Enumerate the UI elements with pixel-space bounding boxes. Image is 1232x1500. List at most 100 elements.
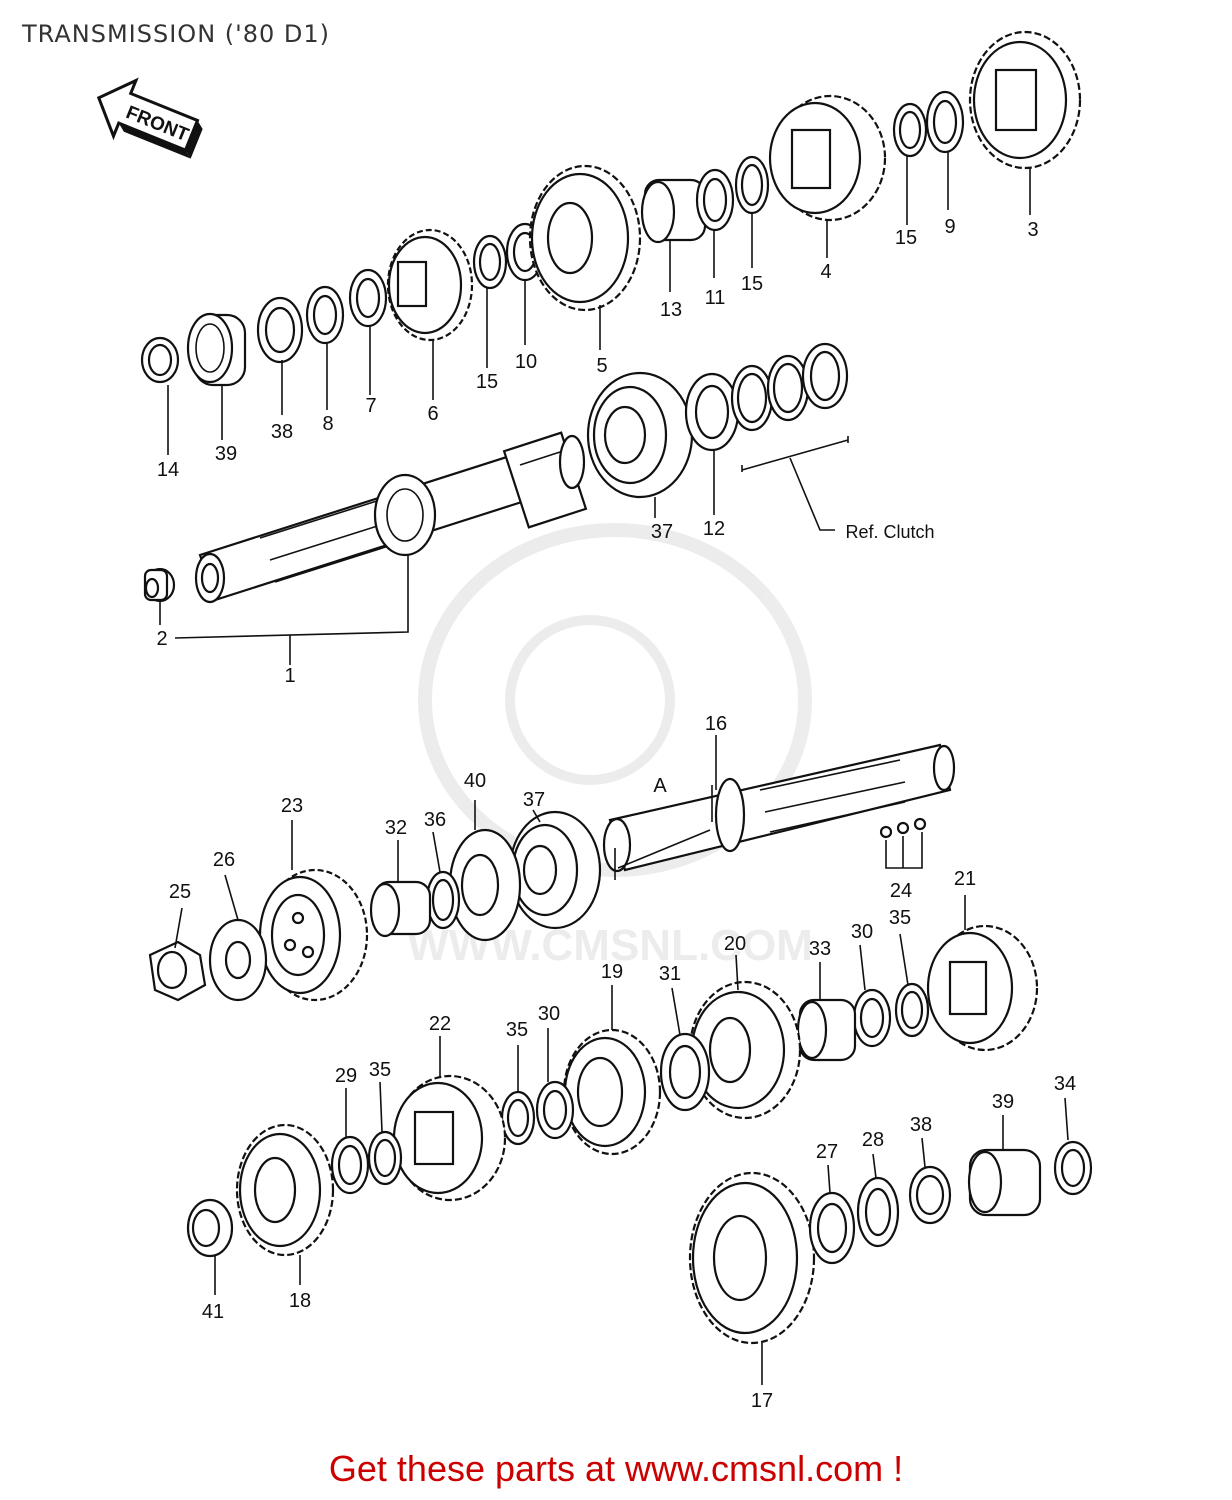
label-27: 27: [816, 1141, 838, 1163]
label-34: 34: [1054, 1073, 1076, 1095]
label-33: 33: [809, 938, 831, 960]
label-35a: 35: [369, 1059, 391, 1081]
label-32: 32: [385, 817, 407, 839]
label-29: 29: [335, 1065, 357, 1087]
washer-7: [348, 268, 388, 328]
circlip-35-b: [500, 1090, 536, 1146]
label-23: 23: [281, 795, 303, 817]
gear-19: [562, 1028, 662, 1156]
label-40: 40: [464, 770, 486, 792]
gear-21: [926, 924, 1039, 1052]
label-13: 13: [660, 299, 682, 321]
label-15b: 15: [741, 273, 763, 295]
collar-2: [143, 567, 176, 603]
label-25: 25: [169, 881, 191, 903]
clutch-rings: [730, 342, 849, 531]
label-9: 9: [944, 216, 955, 238]
output-shaft-16: [602, 743, 956, 880]
collar-32: [369, 880, 432, 938]
bushing-33: [796, 998, 857, 1062]
washer-30-a: [852, 988, 892, 1048]
label-3: 3: [1027, 219, 1038, 241]
circlip-35-c: [367, 1130, 403, 1186]
label-36: 36: [424, 809, 446, 831]
dim-a-label: A: [653, 775, 667, 797]
label-30a: 30: [538, 1003, 560, 1025]
label-22: 22: [429, 1013, 451, 1035]
circlip-15-a: [472, 234, 508, 290]
main-shaft: [194, 431, 588, 604]
bushing-39-upper: [186, 312, 247, 387]
label-35c: 35: [889, 907, 911, 929]
label-39a: 39: [215, 443, 237, 465]
gear-3: [968, 30, 1082, 170]
sprocket-23: [258, 868, 369, 1002]
label-4: 4: [820, 261, 831, 283]
washer-31: [659, 1032, 711, 1112]
washer-29: [330, 1135, 370, 1195]
gear-17: [688, 1171, 816, 1345]
label-28: 28: [862, 1129, 884, 1151]
circlip-15-c: [892, 102, 928, 158]
label-39b: 39: [992, 1091, 1014, 1113]
label-6: 6: [427, 403, 438, 425]
label-35b: 35: [506, 1019, 528, 1041]
label-38b: 38: [910, 1114, 932, 1136]
label-11: 11: [705, 287, 726, 309]
circlip-35-a: [894, 982, 930, 1038]
gear-4: [768, 94, 887, 222]
label-10: 10: [515, 351, 537, 373]
label-31: 31: [659, 963, 681, 985]
label-30b: 30: [851, 921, 873, 943]
part-labels: 1 2 3 4 5 6 7 8 9 10 11 12 13 14 15 15 1…: [156, 216, 1076, 1412]
lock-washer-26: [208, 918, 268, 1002]
circlip-15-b: [734, 155, 770, 215]
label-37a: 37: [651, 521, 673, 543]
gear-6: [386, 228, 474, 342]
bushing-13: [640, 178, 707, 244]
label-7: 7: [365, 395, 376, 417]
label-2: 2: [156, 628, 167, 650]
footer-link[interactable]: Get these parts at www.cmsnl.com !: [328, 1448, 904, 1489]
label-16: 16: [705, 713, 727, 735]
washer-28: [856, 1176, 900, 1248]
gear-20: [688, 980, 802, 1120]
transmission-exploded-diagram: WWW.CMSNL.COM FRONT: [96, 30, 1093, 1412]
circlip-34: [1053, 1140, 1093, 1196]
label-5: 5: [596, 355, 607, 377]
needle-bearing-38-upper: [256, 296, 304, 364]
label-20: 20: [724, 933, 746, 955]
label-15a: 15: [476, 371, 498, 393]
washer-9: [925, 90, 965, 154]
label-8: 8: [322, 413, 333, 435]
needle-bearing-38-lower: [908, 1165, 952, 1225]
label-38a: 38: [271, 421, 293, 443]
bushing-39-lower: [967, 1148, 1042, 1217]
bearing-37-lower: [508, 810, 602, 930]
gear-18: [235, 1123, 335, 1257]
label-14: 14: [157, 459, 179, 481]
balls-24: [879, 817, 927, 869]
diagram-title: TRANSMISSION ('80 D1): [22, 20, 331, 48]
label-18: 18: [289, 1290, 311, 1312]
bushing-41: [186, 1198, 234, 1258]
nut-25: [148, 940, 207, 1002]
washer-30-b: [535, 1080, 575, 1140]
gear-22: [392, 1074, 507, 1202]
label-37b: 37: [523, 789, 545, 811]
seal-40: [448, 828, 522, 942]
label-12: 12: [703, 518, 725, 540]
label-26: 26: [213, 849, 235, 871]
collar-12: [684, 372, 740, 452]
washer-11: [695, 168, 735, 232]
circlip-14: [140, 336, 180, 384]
oring-36: [425, 870, 461, 930]
label-17: 17: [751, 1390, 773, 1412]
label-19: 19: [601, 961, 623, 983]
front-arrow: FRONT: [96, 77, 203, 159]
label-15c: 15: [895, 227, 917, 249]
gear-5: [528, 164, 642, 312]
washer-8: [305, 285, 345, 345]
label-41: 41: [202, 1301, 224, 1323]
bearing-37-upper: [586, 371, 694, 499]
